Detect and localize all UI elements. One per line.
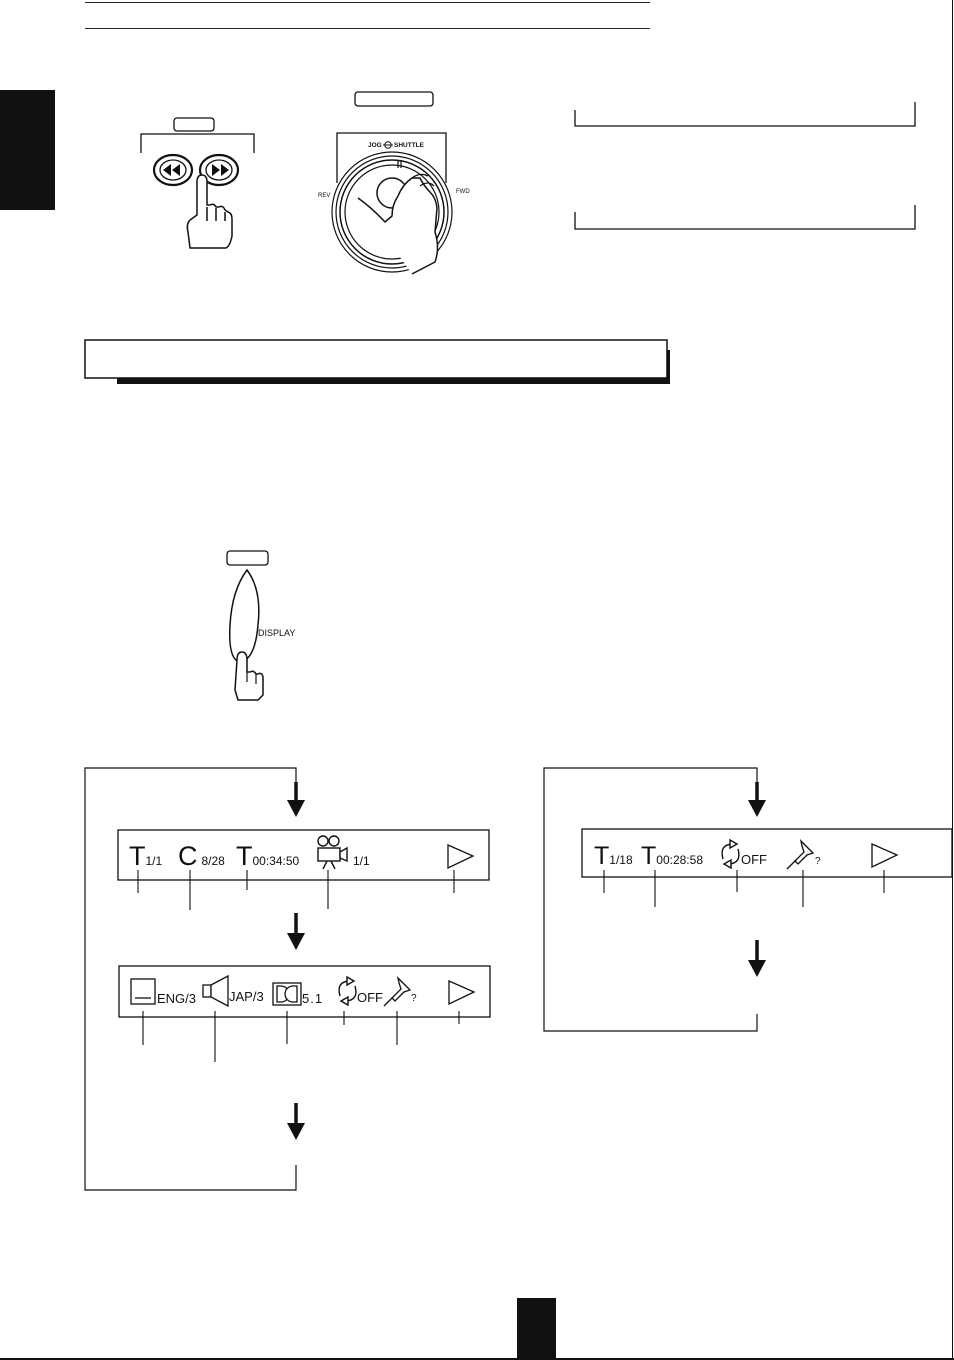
pointing-hand-icon bbox=[234, 651, 264, 701]
display-button-illustration: DISPLAY bbox=[226, 550, 295, 701]
side-tab bbox=[0, 90, 55, 210]
flow-arrow-down bbox=[287, 1103, 305, 1140]
right-edge-line bbox=[952, 0, 953, 1360]
note-frame-1 bbox=[574, 102, 916, 127]
pointing-hand-icon bbox=[186, 174, 233, 249]
osd-angle-value: 1/1 bbox=[353, 854, 370, 868]
osd-marker-value: ? bbox=[411, 993, 417, 1004]
rewind-icon[interactable] bbox=[152, 153, 194, 187]
track-letter: T bbox=[594, 842, 610, 870]
chapter-value: 8/28 bbox=[201, 854, 225, 868]
jog-label: JOG bbox=[368, 142, 382, 149]
dvd-flow-lines bbox=[84, 767, 297, 1191]
fwd-label: FWD bbox=[456, 189, 470, 195]
display-button-icon[interactable] bbox=[228, 568, 260, 663]
jog-shuttle-symbol bbox=[383, 141, 393, 149]
svg-text:FWD: FWD bbox=[456, 189, 470, 195]
title-value: 1/1 bbox=[145, 854, 163, 868]
cd-flow-lines bbox=[543, 767, 758, 1032]
time-value: 00:34:50 bbox=[252, 854, 300, 868]
header-rule-top bbox=[85, 2, 650, 3]
camera-angle-icon bbox=[317, 835, 348, 870]
time-letter: T bbox=[236, 841, 253, 871]
osd-dvd-row2-box bbox=[118, 965, 491, 1018]
track-value: 1/18 bbox=[609, 853, 633, 867]
osd-cd-marker-value: ? bbox=[815, 856, 821, 867]
osd-subtitle-value: ENG/3 bbox=[157, 991, 197, 1006]
cd-time-letter: T bbox=[641, 842, 657, 870]
flow-arrow-down bbox=[287, 782, 305, 817]
dolby-icon bbox=[272, 982, 302, 1006]
note-frame-2 bbox=[574, 205, 916, 230]
osd-cd-time: T00:28:58 bbox=[641, 844, 703, 869]
play-triangle-icon bbox=[871, 843, 899, 869]
rev-label: REV bbox=[318, 193, 330, 199]
osd-cd-repeat-value: OFF bbox=[741, 852, 767, 867]
display-button-label: DISPLAY bbox=[258, 628, 295, 638]
svg-text:JOG: JOG bbox=[368, 142, 382, 149]
title-letter: T bbox=[129, 841, 146, 871]
jog-shuttle-illustration: JOG SHUTTLE REV FWD bbox=[318, 91, 470, 275]
section-heading-box bbox=[84, 339, 670, 384]
fast-forward-icon[interactable] bbox=[198, 153, 240, 187]
osd-cd-callouts bbox=[603, 870, 885, 907]
osd-cd-track-indicator: T1/18 bbox=[594, 844, 633, 869]
flow-arrow-down bbox=[748, 940, 766, 977]
osd-elapsed-time: T00:34:50 bbox=[236, 843, 299, 870]
flow-arrow-down bbox=[748, 782, 766, 817]
osd-dvd-row1-box bbox=[117, 829, 490, 881]
osd-audio-value: JAP/3 bbox=[229, 989, 264, 1004]
osd-cd-box bbox=[581, 828, 953, 878]
shuttle-label: SHUTTLE bbox=[394, 142, 425, 149]
osd-dvd-row1-callouts bbox=[137, 870, 455, 910]
pushpin-icon bbox=[383, 976, 412, 1007]
svg-text:SHUTTLE: SHUTTLE bbox=[394, 142, 425, 149]
header-rule-bottom bbox=[85, 28, 650, 29]
osd-repeat-value: OFF bbox=[357, 990, 383, 1005]
svg-text:DISPLAY: DISPLAY bbox=[258, 628, 295, 638]
page-number-box bbox=[517, 1298, 556, 1360]
flow-arrow-down bbox=[287, 913, 305, 950]
skip-buttons-illustration bbox=[140, 117, 255, 249]
play-triangle-icon bbox=[447, 844, 475, 870]
osd-dvd-row2-callouts bbox=[142, 1011, 460, 1062]
play-triangle-icon bbox=[448, 980, 476, 1006]
cd-time-value: 00:28:58 bbox=[656, 853, 703, 867]
page-edge-rule bbox=[0, 1358, 954, 1360]
svg-text:REV: REV bbox=[318, 193, 330, 199]
chapter-letter: C bbox=[178, 841, 198, 871]
repeat-icon bbox=[721, 838, 740, 870]
osd-title-indicator: T1/1 bbox=[129, 843, 162, 870]
speaker-icon bbox=[202, 974, 229, 1008]
osd-dolby-value: 5.1 bbox=[302, 991, 324, 1006]
repeat-icon bbox=[338, 975, 357, 1007]
subtitle-icon bbox=[130, 978, 156, 1005]
pushpin-icon bbox=[786, 839, 815, 870]
